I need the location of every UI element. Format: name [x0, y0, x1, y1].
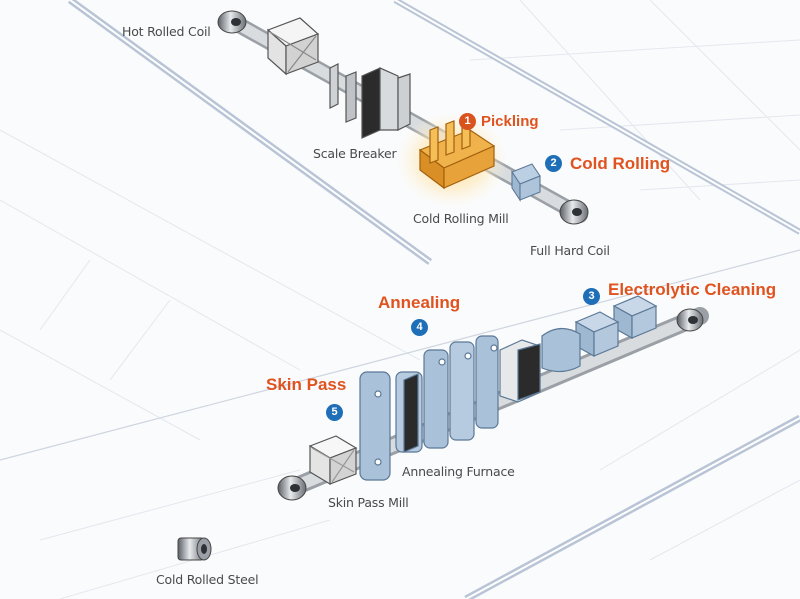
hot-rolled-coil — [217, 10, 247, 34]
annealing-furnace-towers — [359, 335, 541, 481]
stage-5-title: Skin Pass — [266, 375, 347, 394]
stage-3-badge: 3 — [583, 288, 600, 305]
stage-2-badge: 2 — [545, 155, 562, 172]
skin-pass-mill-box — [308, 435, 358, 486]
stage-3-title: Electrolytic Cleaning — [608, 280, 777, 299]
cold-rolling-mill-stand — [511, 163, 541, 202]
cold-rolled-steel-coil — [177, 537, 212, 561]
electrolytic-cleaning-units — [541, 295, 658, 373]
stage-4-title: Annealing — [378, 293, 461, 312]
stage-2-title: Cold Rolling — [570, 154, 671, 173]
pickling-tanks — [418, 114, 496, 190]
scale-breaker-label: Scale Breaker — [313, 146, 397, 161]
entry-coil — [676, 308, 704, 332]
skin-pass-mill-label: Skin Pass Mill — [328, 495, 409, 510]
hot-rolled-coil-label: Hot Rolled Coil — [122, 24, 211, 39]
stage-5-badge: 5 — [326, 404, 343, 421]
cold-rolled-steel-label: Cold Rolled Steel — [156, 572, 259, 587]
scale-breaker-rolls — [329, 63, 411, 139]
uncoiler-box — [266, 17, 320, 76]
stage-1-badge: 1 — [459, 113, 476, 130]
stage-1-title: Pickling — [481, 113, 539, 130]
stage-4-badge: 4 — [411, 319, 428, 336]
annealing-furnace-label: Annealing Furnace — [402, 464, 515, 479]
full-hard-coil — [559, 199, 589, 225]
cold-rolling-mill-label: Cold Rolling Mill — [413, 211, 509, 226]
full-hard-coil-label: Full Hard Coil — [530, 243, 610, 258]
exit-coil — [277, 475, 307, 501]
